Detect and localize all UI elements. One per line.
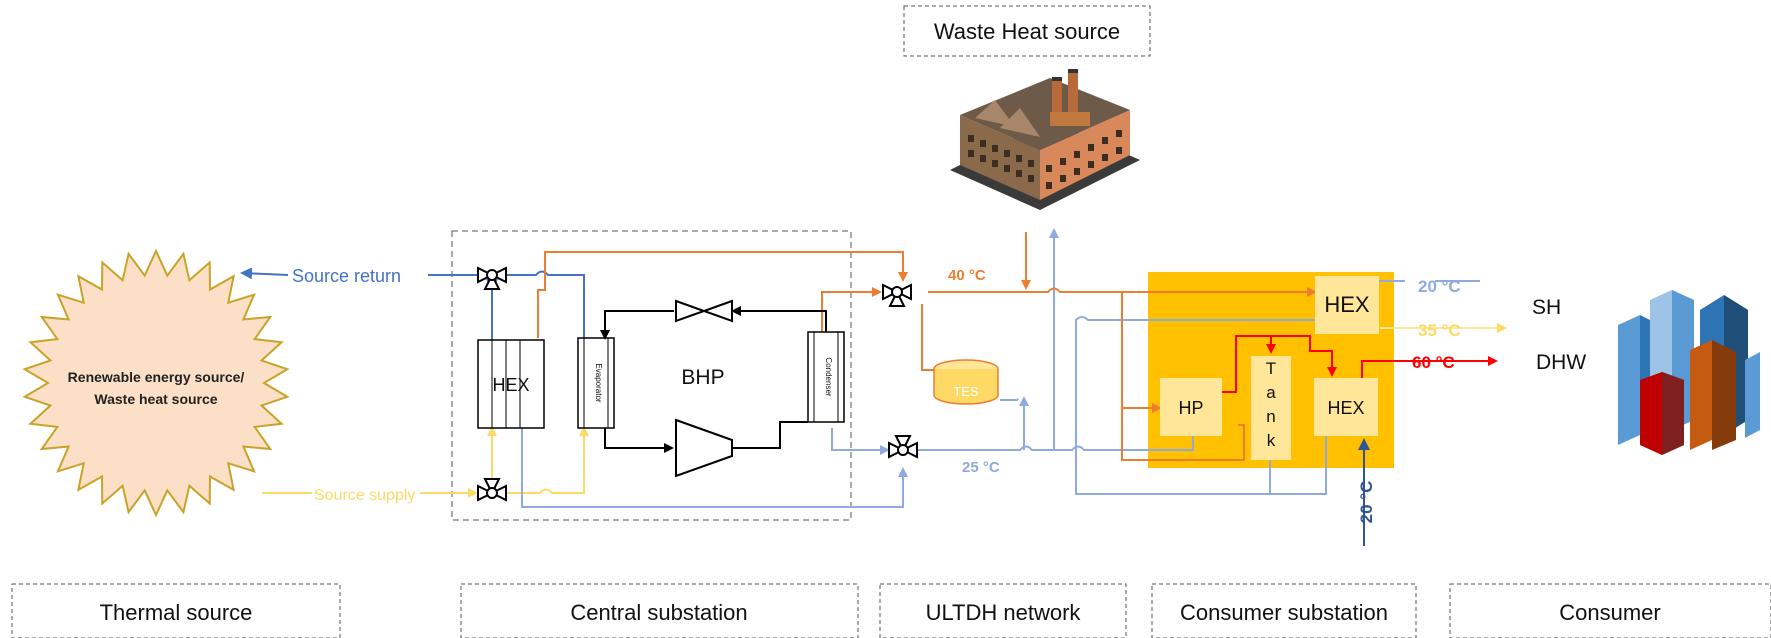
temp-cold-water: 20 °C [1357,481,1376,524]
hex-top: HEX [1315,276,1379,334]
source-return-line: Source return [240,266,585,340]
temp-dhw: 60 °C [1412,353,1455,372]
svg-text:Source supply: Source supply [314,487,415,504]
temp-sh-supply: 35 °C [1418,321,1461,340]
valve-network-return [888,435,918,459]
svg-text:Source return: Source return [292,266,401,286]
bhp-label: BHP [681,366,724,389]
central-substation-boundary [451,230,852,521]
section-labels: Thermal source Central substation ULTDH … [11,583,1771,638]
svg-text:Renewable energy source/: Renewable energy source/ [68,369,245,385]
compressor-icon [675,418,733,478]
temp-sh-return: 20 °C [1418,277,1461,296]
network-return-lines [521,228,1507,508]
svg-text:a: a [1266,383,1276,402]
section-consumer: Consumer [1559,600,1660,625]
section-thermal-source: Thermal source [100,600,253,625]
svg-text:n: n [1266,407,1275,426]
svg-text:TES: TES [953,384,979,399]
section-consumer-substation: Consumer substation [1180,600,1388,625]
condenser: Condenser [807,331,845,423]
waste-heat-source-box: Waste Heat source [903,5,1151,57]
svg-text:T: T [1266,359,1276,378]
section-ultdh-network: ULTDH network [926,600,1082,625]
heat-pump-cycle [600,306,827,453]
svg-text:k: k [1267,431,1276,450]
dhw-hot-lines [1222,335,1498,393]
source-supply-line: Source supply [262,426,589,504]
svg-text:Evaporator: Evaporator [594,363,603,402]
tank-box: T a n k [1251,356,1291,460]
svg-text:Waste Heat source: Waste Heat source [934,19,1120,44]
thermal-source-sun: Renewable energy source/ Waste heat sour… [22,248,290,518]
dhw-label: DHW [1536,351,1586,374]
evaporator: Evaporator [577,337,615,429]
section-central-substation: Central substation [570,600,747,625]
tes-tank-icon: TES [933,359,999,405]
hp-box: HP [1160,378,1222,436]
svg-text:Waste heat source: Waste heat source [94,391,217,407]
hex-bottom: HEX [1314,378,1378,436]
temp-return: 25 °C [962,459,1000,476]
svg-text:HEX: HEX [1324,292,1370,317]
temp-supply: 40 °C [948,267,986,284]
svg-text:HP: HP [1178,398,1203,418]
valve-source-return [477,266,507,290]
city-buildings-icon [1618,290,1760,455]
sh-label: SH [1532,296,1561,319]
svg-text:HEX: HEX [1327,398,1364,418]
valve-network-supply [882,283,912,307]
expansion-valve-icon [675,299,733,323]
central-hex: HEX [477,339,545,429]
svg-text:Condenser: Condenser [824,357,833,396]
valve-source-supply [477,478,507,502]
factory-icon [950,69,1140,210]
svg-text:HEX: HEX [492,375,529,395]
